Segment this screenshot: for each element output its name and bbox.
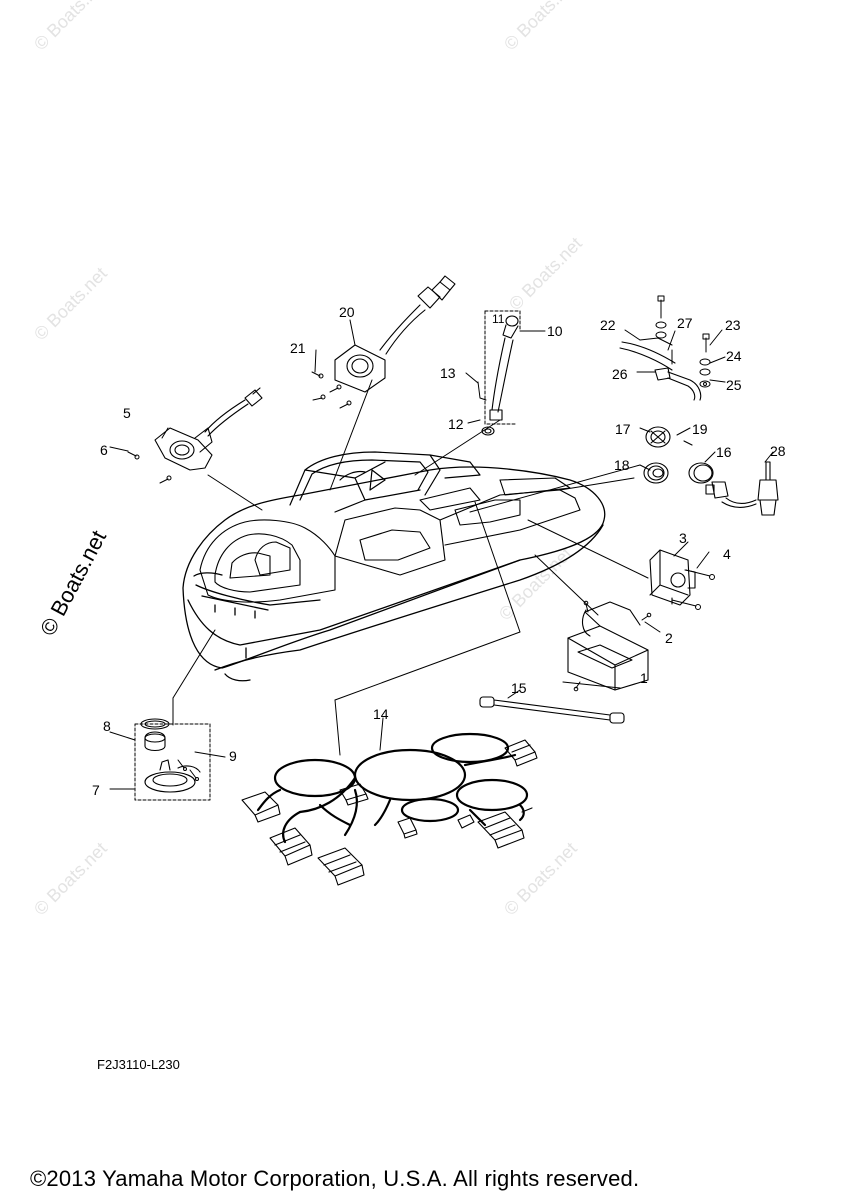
callout-28[interactable]: 28: [770, 443, 786, 459]
callout-3[interactable]: 3: [679, 530, 687, 546]
callout-19[interactable]: 19: [692, 421, 708, 437]
callout-14[interactable]: 14: [373, 706, 389, 722]
part-15-cable: [479, 696, 625, 724]
callout-7[interactable]: 7: [92, 782, 100, 798]
callout-12[interactable]: 12: [448, 416, 464, 432]
part-3-box: [649, 549, 696, 606]
callout-27[interactable]: 27: [677, 315, 693, 331]
part-28-sensor: [705, 461, 779, 516]
part-18-grommet: [643, 462, 669, 484]
part-7-base: [144, 759, 201, 793]
callout-15[interactable]: 15: [511, 680, 527, 696]
callout-13[interactable]: 13: [440, 365, 456, 381]
callout-1[interactable]: 1: [640, 670, 648, 686]
part-23-bolt: [657, 295, 710, 353]
boat-deck: [199, 477, 581, 603]
callout-24[interactable]: 24: [726, 348, 742, 364]
callout-8[interactable]: 8: [103, 718, 111, 734]
callout-23[interactable]: 23: [725, 317, 741, 333]
callout-11[interactable]: 11: [492, 312, 505, 326]
callout-25[interactable]: 25: [726, 377, 742, 393]
part-13-clip: [477, 381, 487, 401]
part-10-hose: [481, 315, 519, 436]
part-9-screws: [177, 759, 199, 781]
part-14-connectors: [241, 739, 538, 886]
part-20-gauge: [334, 275, 456, 393]
callout-20[interactable]: 20: [339, 304, 355, 320]
part-5-meter: [154, 387, 263, 471]
callout-26[interactable]: 26: [612, 366, 628, 382]
part-6-screws: [127, 451, 172, 484]
part-17-drain-cover: [645, 426, 693, 448]
callout-6[interactable]: 6: [100, 442, 108, 458]
callout-2[interactable]: 2: [665, 630, 673, 646]
callout-5[interactable]: 5: [123, 405, 131, 421]
part-2-bolts: [573, 600, 652, 692]
part-16-cap: [688, 462, 714, 484]
callout-9[interactable]: 9: [229, 748, 237, 764]
part-22-lever: [619, 337, 702, 401]
part-24-washers: [655, 321, 711, 388]
callout-16[interactable]: 16: [716, 444, 732, 460]
copyright-notice: ©2013 Yamaha Motor Corporation, U.S.A. A…: [30, 1166, 640, 1191]
callout-18[interactable]: 18: [614, 457, 630, 473]
dashed-groups: [134, 310, 521, 801]
callout-4[interactable]: 4: [723, 546, 731, 562]
part-4-bolts: [671, 569, 715, 610]
part-8-seal: [140, 718, 170, 752]
diagram-code: F2J3110-L230: [97, 1057, 180, 1072]
callout-21[interactable]: 21: [290, 340, 306, 356]
part-14-wire-harness: [256, 732, 529, 844]
callout-17[interactable]: 17: [615, 421, 631, 437]
callout-10[interactable]: 10: [547, 323, 563, 339]
leader-lines: [109, 319, 774, 790]
part-1-battery-tray: [562, 601, 649, 691]
callout-22[interactable]: 22: [600, 317, 616, 333]
boat-hull: [182, 466, 606, 682]
windshield: [289, 451, 481, 513]
part-21-screws: [311, 371, 352, 409]
